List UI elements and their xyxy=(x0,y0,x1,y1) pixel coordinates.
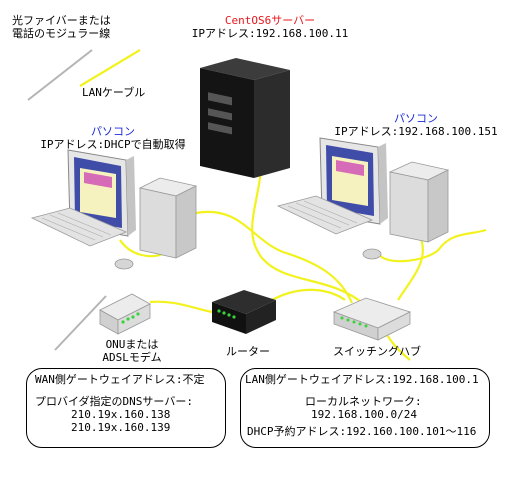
lan-legend-line xyxy=(79,49,141,87)
router-icon xyxy=(212,290,276,334)
lan-info-box: LAN側ゲートウェイアドレス:192.168.100.1 ローカルネットワーク:… xyxy=(240,368,490,448)
cable-rightpc-keyboard xyxy=(376,228,487,263)
cable-leftpc-to-hub xyxy=(195,210,354,304)
switching-hub-icon xyxy=(332,297,412,341)
fiber-legend-label-line1: 光ファイバーまたは xyxy=(12,14,111,27)
fiber-line xyxy=(54,295,107,351)
server-tower-icon xyxy=(200,58,290,178)
right-pc-icon xyxy=(276,137,450,260)
hub-label: スイッチングハブ xyxy=(333,345,421,358)
cable-onu-to-router xyxy=(149,300,213,314)
router-label: ルーター xyxy=(226,345,270,358)
cable-server-to-hub xyxy=(251,151,366,306)
lan-legend-label: LANケーブル xyxy=(82,86,146,99)
dns-title-text: プロバイダ指定のDNSサーバー: xyxy=(35,395,193,408)
left-pc-icon xyxy=(30,149,198,270)
fiber-legend-line xyxy=(27,49,93,101)
server-ip-label: IPアドレス:192.168.100.11 xyxy=(191,27,349,40)
left-pc-name-label: パソコン xyxy=(91,125,135,138)
wan-info-box: WAN側ゲートウェイアドレス:不定 プロバイダ指定のDNSサーバー: 210.1… xyxy=(26,368,226,448)
onu-label-line1: ONUまたは xyxy=(105,338,159,351)
left-pc-ip-label: IPアドレス:DHCPで自動取得 xyxy=(40,138,186,151)
network-text: 192.168.100.0/24 xyxy=(311,408,417,421)
server-name-label: CentOS6サーバー xyxy=(224,14,316,27)
cable-router-to-hub xyxy=(271,288,346,301)
lan-gateway-text: LAN側ゲートウェイアドレス:192.168.100.1 xyxy=(245,373,479,386)
right-pc-name-label: パソコン xyxy=(394,112,438,125)
cable-rightpc-to-hub xyxy=(397,235,424,301)
network-title-text: ローカルネットワーク: xyxy=(305,395,422,408)
wan-gateway-text: WAN側ゲートウェイアドレス:不定 xyxy=(35,373,205,386)
right-pc-ip-label: IPアドレス:192.168.100.151 xyxy=(334,125,498,138)
dns2-text: 210.19x.160.139 xyxy=(71,421,171,434)
onu-modem-icon xyxy=(99,293,151,335)
dns1-text: 210.19x.160.138 xyxy=(71,408,171,421)
dhcp-range-text: DHCP予約アドレス:192.160.100.101～116 xyxy=(247,425,477,438)
lan-cables xyxy=(119,151,487,361)
onu-label-line2: ADSLモデム xyxy=(102,351,162,364)
fiber-legend-label-line2: 電話のモジュラー線 xyxy=(12,27,111,40)
